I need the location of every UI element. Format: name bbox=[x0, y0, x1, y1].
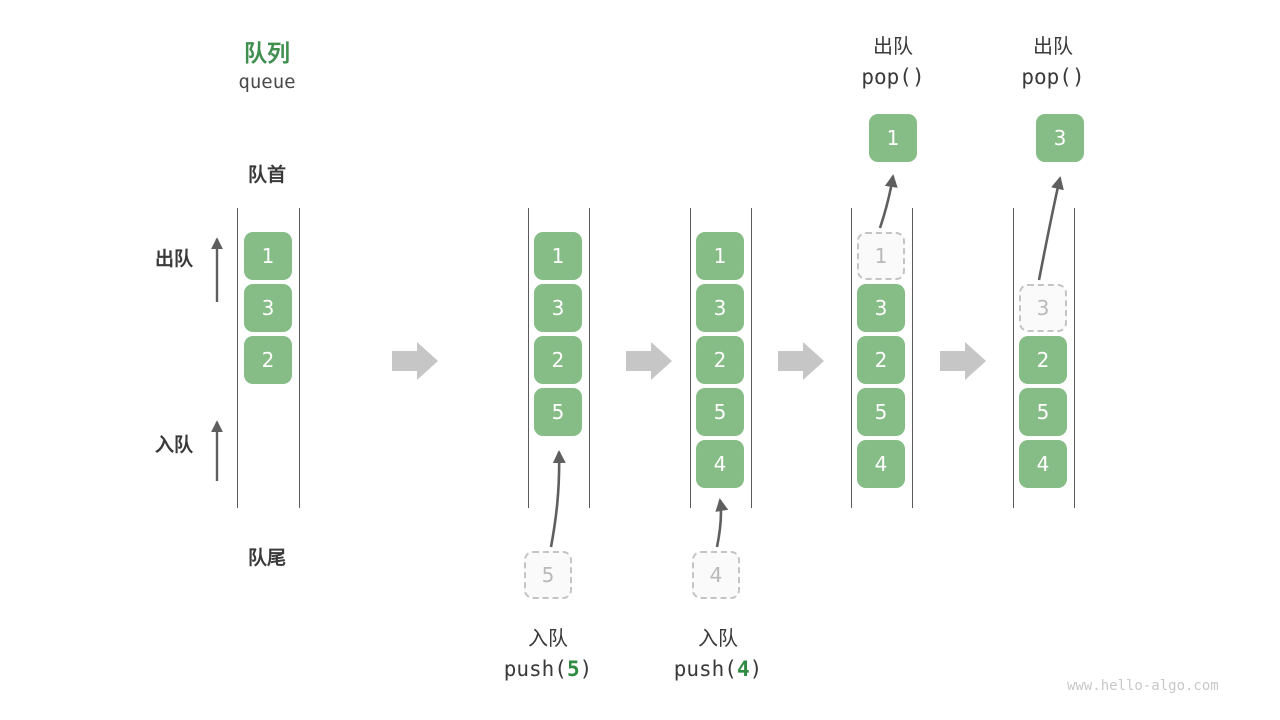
transition-arrow-3 bbox=[778, 342, 824, 380]
incoming-element-ghost: 5 bbox=[524, 551, 572, 599]
stage-caption-code: pop() bbox=[808, 65, 978, 89]
queue-rail-left-5 bbox=[1013, 208, 1014, 508]
transition-arrow-2 bbox=[626, 342, 672, 380]
queue-item: 2 bbox=[1019, 336, 1067, 384]
stage-caption-code: push(5) bbox=[463, 657, 633, 681]
stage-caption-code: pop() bbox=[968, 65, 1138, 89]
queue-rail-right-3 bbox=[751, 208, 752, 508]
code-prefix: push( bbox=[673, 657, 737, 681]
stage-caption-cn: 入队 bbox=[528, 626, 568, 650]
queue-rail-left-3 bbox=[690, 208, 691, 508]
code-suffix: ) bbox=[1071, 65, 1085, 89]
queue-item: 5 bbox=[1019, 388, 1067, 436]
code-prefix: pop( bbox=[861, 65, 912, 89]
queue-item: 3 bbox=[696, 284, 744, 332]
queue-rail-right-2 bbox=[589, 208, 590, 508]
stage-caption-cn: 出队 bbox=[1033, 34, 1073, 58]
queue-item: 4 bbox=[696, 440, 744, 488]
stage-caption-cn: 出队 bbox=[873, 34, 913, 58]
incoming-element-ghost: 4 bbox=[692, 551, 740, 599]
popped-element: 3 bbox=[1036, 114, 1084, 162]
queue-item: 3 bbox=[534, 284, 582, 332]
queue-rail-left-2 bbox=[528, 208, 529, 508]
diagram-title-cn: 队列 bbox=[244, 41, 290, 67]
removed-element-ghost: 1 bbox=[857, 232, 905, 280]
queue-item: 3 bbox=[244, 284, 292, 332]
queue-item: 5 bbox=[534, 388, 582, 436]
diagram-title-en: queue bbox=[238, 71, 296, 93]
code-suffix: ) bbox=[579, 657, 593, 681]
watermark: www.hello-algo.com bbox=[1067, 678, 1219, 694]
enqueue-direction-label: 入队 bbox=[154, 434, 193, 456]
code-arg: 5 bbox=[566, 657, 580, 681]
stage-caption-cn: 入队 bbox=[698, 626, 738, 650]
push-arrow-4-icon bbox=[715, 498, 729, 548]
queue-tail-label: 队尾 bbox=[247, 547, 286, 569]
transition-arrow-4 bbox=[940, 342, 986, 380]
dequeue-direction-label: 出队 bbox=[154, 248, 193, 270]
queue-item: 1 bbox=[696, 232, 744, 280]
pop-arrow-1-icon bbox=[878, 174, 898, 229]
removed-element-ghost: 3 bbox=[1019, 284, 1067, 332]
queue-rail-left-4 bbox=[851, 208, 852, 508]
queue-item: 1 bbox=[244, 232, 292, 280]
queue-head-label: 队首 bbox=[247, 164, 286, 186]
queue-item: 1 bbox=[534, 232, 582, 280]
popped-element: 1 bbox=[869, 114, 917, 162]
queue-item: 2 bbox=[534, 336, 582, 384]
queue-item: 4 bbox=[1019, 440, 1067, 488]
queue-item: 2 bbox=[244, 336, 292, 384]
pop-arrow-3-icon bbox=[1037, 176, 1064, 281]
transition-arrow-1 bbox=[392, 342, 438, 380]
code-suffix: ) bbox=[911, 65, 925, 89]
queue-item: 5 bbox=[857, 388, 905, 436]
queue-item: 5 bbox=[696, 388, 744, 436]
queue-rail-right-1 bbox=[299, 208, 300, 508]
queue-rail-right-4 bbox=[912, 208, 913, 508]
stage-caption-code: push(4) bbox=[633, 657, 803, 681]
code-suffix: ) bbox=[749, 657, 763, 681]
queue-item: 2 bbox=[696, 336, 744, 384]
code-prefix: push( bbox=[503, 657, 567, 681]
queue-item: 3 bbox=[857, 284, 905, 332]
code-prefix: pop( bbox=[1021, 65, 1072, 89]
code-arg: 4 bbox=[736, 657, 750, 681]
queue-item: 2 bbox=[857, 336, 905, 384]
queue-item: 4 bbox=[857, 440, 905, 488]
push-arrow-5-icon bbox=[549, 450, 566, 548]
queue-rail-left-1 bbox=[237, 208, 238, 508]
queue-rail-right-5 bbox=[1074, 208, 1075, 508]
